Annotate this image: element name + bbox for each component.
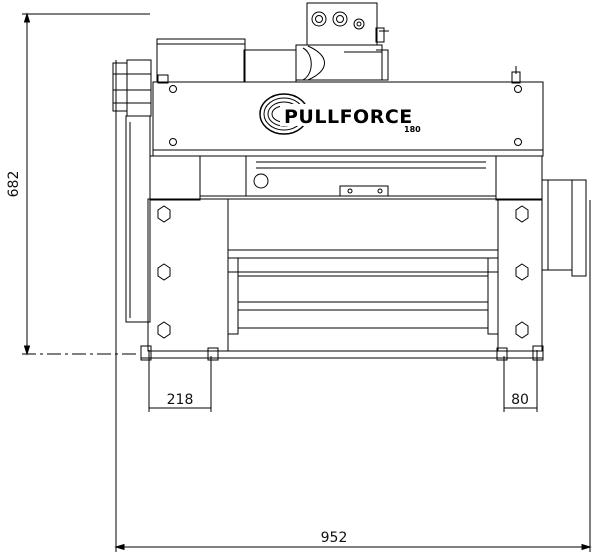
- left-flange: [112, 59, 152, 323]
- dimension-height: [22, 12, 150, 356]
- cable-drum: [227, 198, 499, 352]
- right-side-plate: [496, 198, 544, 361]
- left-side-plate: [140, 198, 229, 361]
- dimension-height-label: 682: [6, 171, 22, 198]
- valve-block: [295, 2, 389, 81]
- logo-brand-text: PULLFORCE: [284, 106, 413, 128]
- pullforce-logo: PULLFORCE 180: [259, 93, 421, 135]
- dimension-left-foot-label: 218: [167, 392, 194, 408]
- motor-housing: [156, 38, 297, 83]
- middle-frame: [149, 155, 587, 277]
- dimension-overall-width-label: 952: [321, 530, 348, 546]
- logo-suffix-text: 180: [404, 125, 421, 134]
- winch-machine: PULLFORCE 180: [112, 2, 587, 361]
- dimension-overall-width: [114, 60, 592, 552]
- dimension-right-foot-label: 80: [511, 392, 529, 408]
